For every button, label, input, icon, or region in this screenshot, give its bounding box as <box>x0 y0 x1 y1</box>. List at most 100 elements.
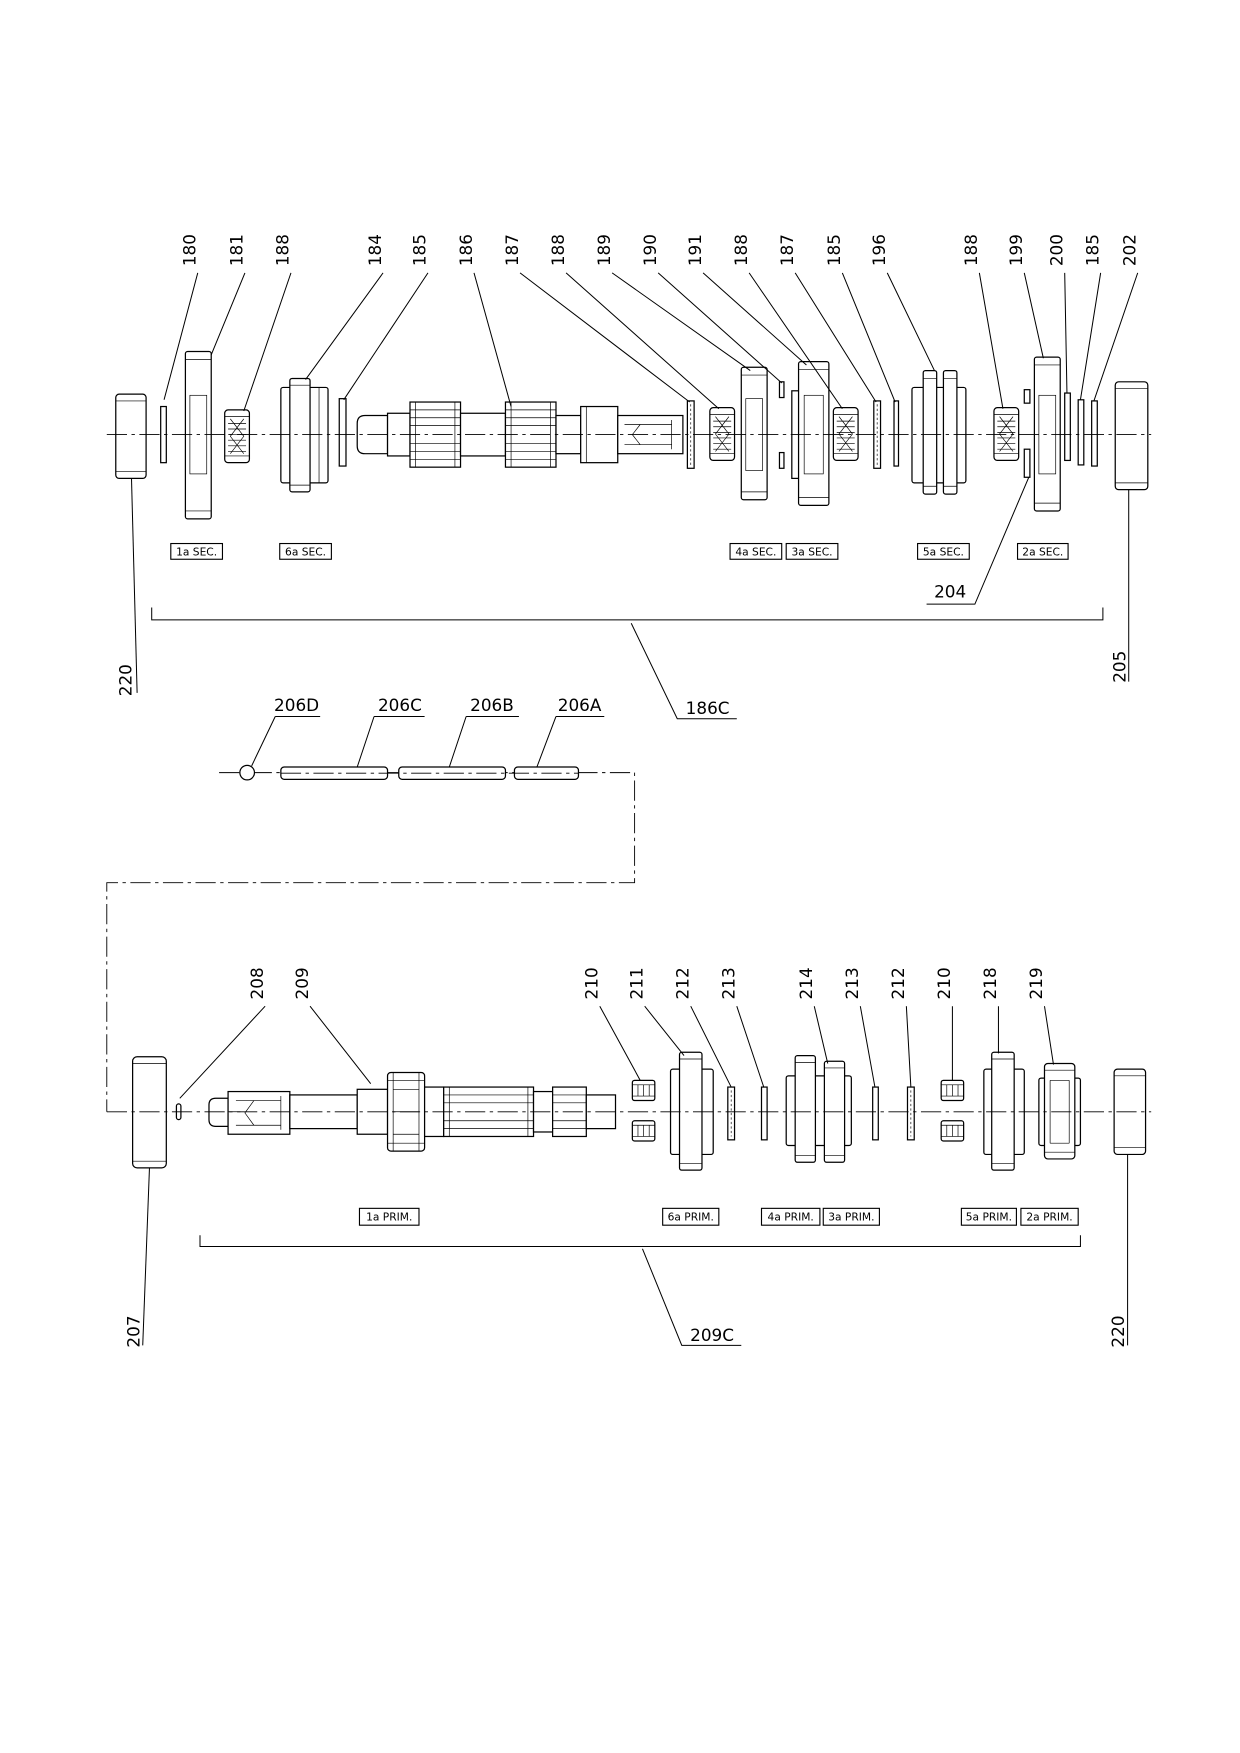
leader-lines <box>163 272 1139 412</box>
callout-label: 184 <box>365 234 385 266</box>
callout-label: 213 <box>719 967 739 999</box>
callout-label: 196 <box>869 234 889 266</box>
assembly-label: 209C <box>690 1325 734 1345</box>
callout-label: 209 <box>292 967 312 999</box>
needle-bearing-210 <box>940 1079 965 1142</box>
callout-label: 188 <box>961 234 981 266</box>
callout-label: 205 <box>1109 651 1129 683</box>
callout-label: 204 <box>934 581 966 601</box>
gear-tag: 3a PRIM. <box>828 1211 874 1224</box>
callout-label: 185 <box>1082 234 1102 266</box>
leader-lines <box>179 1005 1054 1099</box>
gear-tag: 2a PRIM. <box>1026 1211 1072 1224</box>
primary-callouts: 208 209 210 211 212 213 214 213 212 210 … <box>179 967 1054 1099</box>
washer-213 <box>760 1086 768 1141</box>
gear-218-fifth-primary <box>983 1051 1025 1171</box>
assembly-label: 186C <box>686 698 730 718</box>
needle-bearing-188 <box>709 407 736 462</box>
washer-185 <box>893 400 900 467</box>
callout-label: 212 <box>888 967 908 999</box>
bearing-205-right <box>1114 381 1149 491</box>
callout-label: 187 <box>777 234 797 266</box>
gear-181-first-secondary <box>184 350 212 520</box>
gear-191-third-secondary <box>791 360 830 506</box>
gear-211-sixth-primary <box>669 1051 714 1171</box>
callout-label: 200 <box>1046 234 1066 266</box>
ball-206d <box>239 764 256 781</box>
callout-label: 199 <box>1006 234 1026 266</box>
gear-tag: 6a SEC. <box>285 545 326 558</box>
callout-label: 214 <box>796 967 816 999</box>
callout-label: 188 <box>273 234 293 266</box>
secondary-gear-tags: 1a SEC. 6a SEC. 4a SEC. 3a SEC. 5a SEC. … <box>170 542 1069 560</box>
ring-204 <box>1023 389 1031 478</box>
gear-184-sixth-secondary <box>280 377 329 493</box>
primary-gear-tags: 1a PRIM. 6a PRIM. 4a PRIM. 3a PRIM. 5a P… <box>358 1207 1079 1226</box>
washer-185 <box>338 398 347 467</box>
washer-185 <box>1077 399 1085 466</box>
callout-label: 211 <box>626 967 646 999</box>
callout-label: 206A <box>558 695 602 715</box>
needle-bearing-188 <box>993 407 1020 462</box>
callout-label: 208 <box>247 967 267 999</box>
gear-tag: 1a PRIM. <box>366 1211 412 1224</box>
ring-204-callout: 204 <box>926 477 1030 605</box>
callout-label: 219 <box>1026 967 1046 999</box>
gear-214-fourth-third-primary <box>785 1055 852 1163</box>
secondary-assembly-bracket: 186C <box>151 607 1104 720</box>
callout-label: 185 <box>410 234 430 266</box>
gear-219-second-primary <box>1038 1062 1082 1160</box>
primary-bearing-labels: 207 220 <box>123 1154 1128 1348</box>
gear-199-second-secondary <box>1033 356 1061 512</box>
callout-label: 202 <box>1119 234 1139 266</box>
ring-190 <box>778 381 785 469</box>
washer-202 <box>1091 400 1098 467</box>
needle-bearing-188 <box>832 407 859 462</box>
secondary-callouts: 180 181 188 184 185 186 187 188 189 190 … <box>163 234 1139 412</box>
circlip-212 <box>906 1086 915 1141</box>
callout-label: 188 <box>731 234 751 266</box>
gear-196-fifth-secondary <box>911 369 967 495</box>
needle-bearing-210 <box>631 1079 656 1142</box>
callout-label: 190 <box>640 234 660 266</box>
gear-tag: 2a SEC. <box>1022 545 1063 558</box>
callout-label: 220 <box>115 664 135 696</box>
circlip-212 <box>727 1086 736 1141</box>
callout-label: 181 <box>227 234 247 266</box>
callout-label: 210 <box>582 967 602 999</box>
bearing-220-left <box>115 393 147 480</box>
callout-label: 189 <box>594 234 614 266</box>
callout-label: 188 <box>548 234 568 266</box>
bearing-207 <box>132 1056 167 1169</box>
callout-label: 207 <box>123 1315 143 1347</box>
callout-label: 186 <box>456 234 476 266</box>
callout-label: 185 <box>824 234 844 266</box>
gear-189-fourth-secondary <box>740 366 768 501</box>
washer-200 <box>1064 392 1071 462</box>
gear-tag: 5a SEC. <box>923 545 964 558</box>
callout-label: 206C <box>378 695 422 715</box>
callout-label: 187 <box>502 234 522 266</box>
callout-label: 180 <box>180 234 200 266</box>
callout-label: 218 <box>980 967 1000 999</box>
callout-label: 212 <box>673 967 693 999</box>
gear-tag: 4a SEC. <box>735 545 776 558</box>
callout-label: 206B <box>470 695 514 715</box>
gear-tag: 5a PRIM. <box>966 1211 1012 1224</box>
gear-tag: 1a SEC. <box>176 545 217 558</box>
leader-lines <box>251 715 605 768</box>
gear-tag: 6a PRIM. <box>668 1211 714 1224</box>
callout-label: 210 <box>934 967 954 999</box>
secondary-shaft-parts <box>115 350 1149 520</box>
primary-shaft-parts <box>132 1051 1147 1171</box>
washer-213 <box>872 1086 879 1141</box>
rod-connection-axis <box>106 772 636 1112</box>
gear-tag: 3a SEC. <box>792 545 833 558</box>
primary-assembly-bracket: 209C <box>199 1235 1081 1346</box>
secondary-bearing-labels: 220 205 <box>115 478 1129 696</box>
callout-label: 206D <box>274 695 319 715</box>
selector-rod-parts: 206D 206C 206B 206A <box>106 695 636 1112</box>
callout-label: 213 <box>842 967 862 999</box>
gear-tag: 4a PRIM. <box>768 1211 814 1224</box>
